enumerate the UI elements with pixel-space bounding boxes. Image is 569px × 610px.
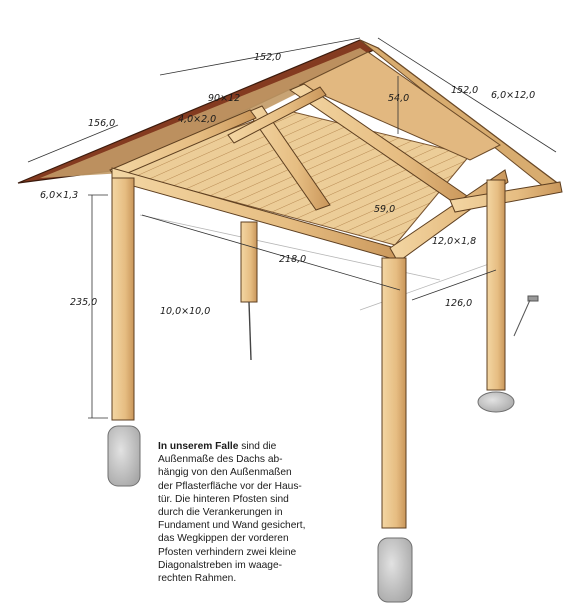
posts: [111, 177, 506, 529]
dim-ridge-height: 54,0: [388, 93, 409, 104]
footing-front-right: [377, 537, 413, 603]
dim-roof-depth: 156,0: [88, 118, 115, 129]
wall-anchor: [513, 295, 539, 337]
dim-post-section: 10,0×10,0: [160, 306, 210, 317]
dim-rafter-section: 6,0×12,0: [491, 90, 535, 101]
dim-roof-right: 152,0: [451, 85, 478, 96]
dim-strut: 59,0: [374, 204, 395, 215]
roof-gable-right: [298, 39, 561, 191]
dim-batten: 4,0×2,0: [178, 114, 216, 125]
dim-rafter: 90×12: [208, 93, 240, 104]
dim-span-depth: 126,0: [445, 298, 472, 309]
post-front-left: [111, 177, 135, 421]
dim-roof-front: 152,0: [254, 52, 281, 63]
dim-post-height: 235,0: [70, 297, 97, 308]
dim-fascia: 6,0×1,3: [40, 190, 78, 201]
dimension-lines: [27, 37, 557, 419]
foundations: [107, 301, 515, 603]
dim-span-long: 218,0: [279, 254, 306, 265]
post-back-right: [486, 179, 506, 391]
caption-text: In unserem Falle sind die Außenmaße des …: [158, 440, 326, 585]
dim-beam: 12,0×1,8: [432, 236, 476, 247]
frame-beams: [111, 167, 563, 263]
footing-front-left: [107, 425, 141, 487]
caption-body: sind die Außenmaße des Dachs ab- hängig …: [158, 441, 306, 585]
dimension-labels: 152,0 152,0 156,0 90×12 4,0×2,0 54,0 6,0…: [40, 52, 535, 317]
post-front-right: [381, 257, 407, 529]
post-back-left: [240, 221, 258, 303]
caption-lead: In unserem Falle: [158, 441, 239, 452]
footing-back-right: [477, 391, 515, 413]
